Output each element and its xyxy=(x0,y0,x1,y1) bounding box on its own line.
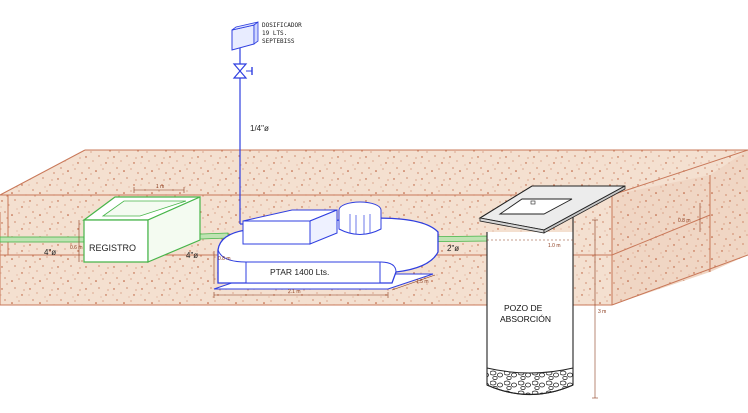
pozo-dimensions: 3 m 0.8 m 1.0 m xyxy=(487,203,701,399)
ptar-height-dim: 0.8 m xyxy=(218,256,231,262)
pipe-inlet-left xyxy=(0,236,85,243)
ptar-length-dim: 2.1 m xyxy=(288,289,301,295)
vertical-pipe-label: 1/4"ø xyxy=(250,124,269,133)
registro-label: REGISTRO xyxy=(89,243,136,253)
pozo-depth-dim: 3 m xyxy=(598,309,606,315)
dosificador-label-line2: 19 LTS. xyxy=(262,30,287,37)
pozo-label-line2: ABSORCIÓN xyxy=(500,314,551,324)
registro-depth-dim: 0.6 m xyxy=(70,245,83,251)
registro-box: REGISTRO xyxy=(82,196,201,263)
pozo-top-width-dim: 1.0 m xyxy=(548,243,561,249)
pozo-label-line1: POZO DE xyxy=(504,303,543,313)
ground-thickness-dim: 0.8 m xyxy=(678,218,691,224)
ptar-tank: PTAR 1400 Lts. xyxy=(213,201,439,290)
registro-dimensions: 1 m 0.6 m xyxy=(70,184,185,262)
valve-icon xyxy=(232,63,253,79)
dosificador-label-line1: DOSIFICADOR xyxy=(262,22,302,29)
registro-width-dim: 1 m xyxy=(156,184,164,190)
pipe-left-label: 4"ø xyxy=(44,248,56,257)
pipe-right-label: 2"ø xyxy=(447,244,459,253)
ptar-width-dim: 1.5 m xyxy=(416,279,429,285)
pozo-absorcion: POZO DE ABSORCIÓN xyxy=(478,185,626,396)
dosificador-label-line3: SEPTEBISS xyxy=(262,38,295,45)
dosificador-assembly: DOSIFICADOR 19 LTS. SEPTEBISS 1/4"ø xyxy=(231,21,302,225)
ptar-dimensions: 0.8 m 2.1 m 1.5 m xyxy=(213,251,436,298)
ptar-label: PTAR 1400 Lts. xyxy=(270,267,329,277)
pipe-middle-label: 4"ø xyxy=(186,251,198,260)
